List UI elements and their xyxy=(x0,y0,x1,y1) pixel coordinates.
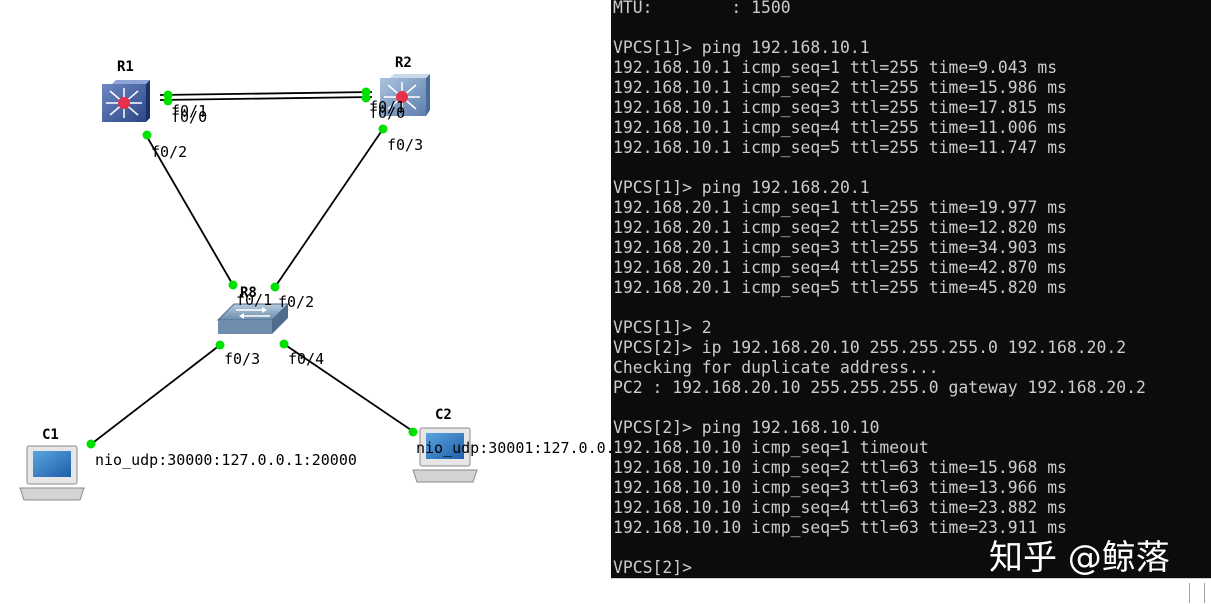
interface-label: f0/2 xyxy=(151,143,188,161)
device-label-c2: C2 xyxy=(435,407,452,423)
port-dot xyxy=(270,282,280,292)
pc-c1[interactable] xyxy=(19,445,85,501)
interface-label: f0/2 xyxy=(278,293,315,311)
console-line: 192.168.20.1 icmp_seq=1 ttl=255 time=19.… xyxy=(613,198,1067,217)
link-r8-c1[interactable] xyxy=(89,344,221,446)
interface-label: f0/1 xyxy=(369,98,406,116)
console-line: 192.168.10.1 icmp_seq=5 ttl=255 time=11.… xyxy=(613,138,1067,157)
console-line: 192.168.10.10 icmp_seq=4 ttl=63 time=23.… xyxy=(613,498,1067,517)
interface-label: f0/3 xyxy=(387,136,424,154)
link-r1-r2-a[interactable] xyxy=(159,91,373,96)
console-line: 192.168.20.1 icmp_seq=2 ttl=255 time=12.… xyxy=(613,218,1067,237)
window-bottom-strip xyxy=(611,578,1211,604)
console-line: 192.168.10.10 icmp_seq=5 ttl=63 time=23.… xyxy=(613,518,1067,537)
device-label-r1: R1 xyxy=(117,59,134,75)
console-line: 192.168.10.10 icmp_seq=3 ttl=63 time=13.… xyxy=(613,478,1067,497)
vpcs-console[interactable]: MTU: : 1500 VPCS[1]> ping 192.168.10.1 1… xyxy=(611,0,1211,578)
pc-c2[interactable] xyxy=(412,427,478,483)
console-line: VPCS[1]> 2 xyxy=(613,318,712,337)
port-dot xyxy=(86,439,96,449)
port-dot xyxy=(361,93,371,103)
port-dot xyxy=(163,96,173,106)
port-dot xyxy=(142,130,152,140)
console-line: VPCS[1]> ping 192.168.20.1 xyxy=(613,178,870,197)
device-label-r2: R2 xyxy=(395,55,412,71)
console-line: 192.168.20.1 icmp_seq=3 ttl=255 time=34.… xyxy=(613,238,1067,257)
console-line: 192.168.10.1 icmp_seq=1 ttl=255 time=9.0… xyxy=(613,58,1058,77)
interface-label: f0/4 xyxy=(288,350,325,368)
port-dot xyxy=(378,124,388,134)
console-line: 192.168.10.1 icmp_seq=3 ttl=255 time=17.… xyxy=(613,98,1067,117)
interface-label: f0/0 xyxy=(369,104,406,122)
switch-arrows-icon xyxy=(236,307,270,319)
port-dot xyxy=(228,280,238,290)
interface-label: f0/3 xyxy=(224,350,261,368)
interface-label: f0/1 xyxy=(171,102,208,120)
console-prompt[interactable]: VPCS[2]> xyxy=(613,558,692,577)
link-r1-r8[interactable] xyxy=(145,134,234,286)
port-dot xyxy=(279,339,289,349)
router-r1[interactable] xyxy=(102,80,150,122)
router-r2-icon xyxy=(384,82,420,112)
device-label-c1: C1 xyxy=(42,427,59,443)
console-line: Checking for duplicate address... xyxy=(613,358,939,377)
router-r2[interactable] xyxy=(380,74,430,116)
console-line: 192.168.10.1 icmp_seq=2 ttl=255 time=15.… xyxy=(613,78,1067,97)
interface-label: f0/1 xyxy=(236,291,273,309)
console-line: VPCS[2]> ping 192.168.10.10 xyxy=(613,418,880,437)
console-line: VPCS[2]> ip 192.168.20.10 255.255.255.0 … xyxy=(613,338,1127,357)
port-dot xyxy=(408,427,418,437)
console-line: 192.168.10.10 icmp_seq=1 timeout xyxy=(613,438,929,457)
link-r2-r8[interactable] xyxy=(274,128,384,288)
device-label-r8: R8 xyxy=(240,285,257,301)
nio-label-c1: nio_udp:30000:127.0.0.1:20000 xyxy=(95,451,357,469)
watermark: 知乎 @鲸落 xyxy=(989,538,1170,578)
link-r1-r2-b[interactable] xyxy=(159,96,373,101)
console-line: 192.168.10.1 icmp_seq=4 ttl=255 time=11.… xyxy=(613,118,1067,137)
interface-label: f0/0 xyxy=(171,108,208,126)
link-r8-c2[interactable] xyxy=(283,343,415,433)
port-dot xyxy=(215,340,225,350)
router-r1-icon xyxy=(106,88,142,118)
topology-svg xyxy=(19,74,478,501)
topology-canvas[interactable]: R1 R2 R8 C1 C2 f0/1 f0/0 f0/1 f0/0 f0/2 … xyxy=(0,0,678,603)
console-line: PC2 : 192.168.20.10 255.255.255.0 gatewa… xyxy=(613,378,1146,397)
switch-r8[interactable] xyxy=(216,303,290,334)
console-line: MTU: : 1500 xyxy=(613,0,791,17)
console-line: 192.168.20.1 icmp_seq=5 ttl=255 time=45.… xyxy=(613,278,1067,297)
resize-grip-icon[interactable] xyxy=(1189,583,1205,603)
console-line: VPCS[1]> ping 192.168.10.1 xyxy=(613,38,870,57)
console-line: 192.168.20.1 icmp_seq=4 ttl=255 time=42.… xyxy=(613,258,1067,277)
console-line: 192.168.10.10 icmp_seq=2 ttl=63 time=15.… xyxy=(613,458,1067,477)
